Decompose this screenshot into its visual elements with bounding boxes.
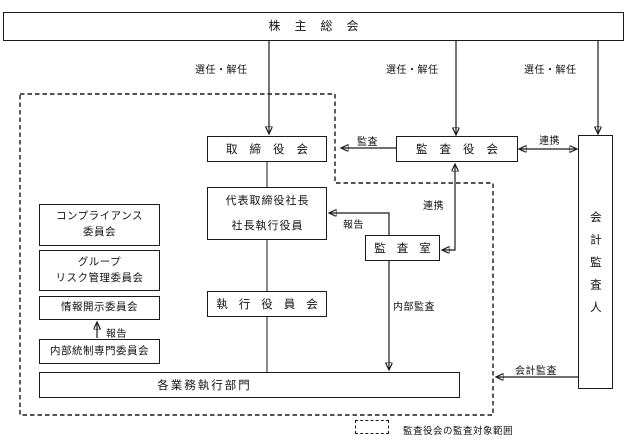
audit-office-box: 監査室 xyxy=(365,235,440,261)
operating-divisions-box: 各業務執行部門 xyxy=(39,372,460,398)
information-disclosure-committee-box: 情報開示委員会 xyxy=(39,296,160,320)
board-of-directors-box: 取締役会 xyxy=(207,136,327,162)
internal-control-committee-box: 内部統制専門委員会 xyxy=(39,339,160,364)
compliance-committee-line1: コンプライアンス xyxy=(55,210,144,223)
report-label-president: 報告 xyxy=(343,220,364,231)
report-arrow-to-president xyxy=(330,213,390,235)
president-box: 代表取締役社長 社長執行役員 xyxy=(207,187,327,240)
compliance-committee-box: コンプライアンス 委員会 xyxy=(39,204,160,246)
group-risk-management-committee-box: グループ リスク管理委員会 xyxy=(39,250,160,291)
report-label-disclosure: 報告 xyxy=(106,329,127,340)
board-of-directors-label: 取締役会 xyxy=(226,141,320,156)
internal-audit-label: 内部監査 xyxy=(393,302,435,313)
executive-officers-council-box: 執行役員会 xyxy=(207,291,327,317)
chief-executive-officer-row: 社長執行役員 xyxy=(232,214,303,240)
compliance-committee-line2: 委員会 xyxy=(83,226,116,238)
chief-executive-officer-label: 社長執行役員 xyxy=(231,219,304,233)
cooperation-label-office: 連携 xyxy=(423,201,444,212)
legend-key-box xyxy=(355,420,389,434)
audit-label: 監査 xyxy=(357,137,378,148)
appoint-dismiss-label-audit-board: 選任・解任 xyxy=(386,65,439,76)
shareholders-meeting-label: 株主総会 xyxy=(268,18,373,33)
legend-label: 監査役会の監査対象範囲 xyxy=(403,426,514,437)
representative-director-row: 代表取締役社長 xyxy=(226,188,309,214)
appoint-dismiss-label-accounting: 選任・解任 xyxy=(524,65,577,76)
group-risk-management-committee-line2: リスク管理委員会 xyxy=(55,271,144,284)
representative-director-label: 代表取締役社長 xyxy=(225,193,310,207)
accounting-audit-label: 会計監査 xyxy=(515,366,557,377)
executive-officers-council-label: 執行役員会 xyxy=(216,296,329,311)
audit-office-label: 監査室 xyxy=(374,240,442,255)
accounting-auditor-label: 会計監査人 xyxy=(588,211,603,324)
shareholders-meeting-box: 株主総会 xyxy=(3,12,624,41)
internal-control-committee-label: 内部統制専門委員会 xyxy=(50,344,149,357)
audit-and-supervisory-board-box: 監査役会 xyxy=(396,136,518,162)
group-risk-management-committee-line1: グループ xyxy=(77,255,122,268)
information-disclosure-committee-label: 情報開示委員会 xyxy=(61,301,138,314)
appoint-dismiss-label-board: 選任・解任 xyxy=(195,65,248,76)
accounting-auditor-box: 会計監査人 xyxy=(578,135,613,389)
operating-divisions-label: 各業務執行部門 xyxy=(157,377,252,392)
cooperation-label-auditor: 連携 xyxy=(539,136,560,147)
cooperation-arrow-office-left-head xyxy=(443,205,456,250)
audit-and-supervisory-board-label: 監査役会 xyxy=(416,141,510,156)
audit-scope-outline xyxy=(19,93,494,416)
